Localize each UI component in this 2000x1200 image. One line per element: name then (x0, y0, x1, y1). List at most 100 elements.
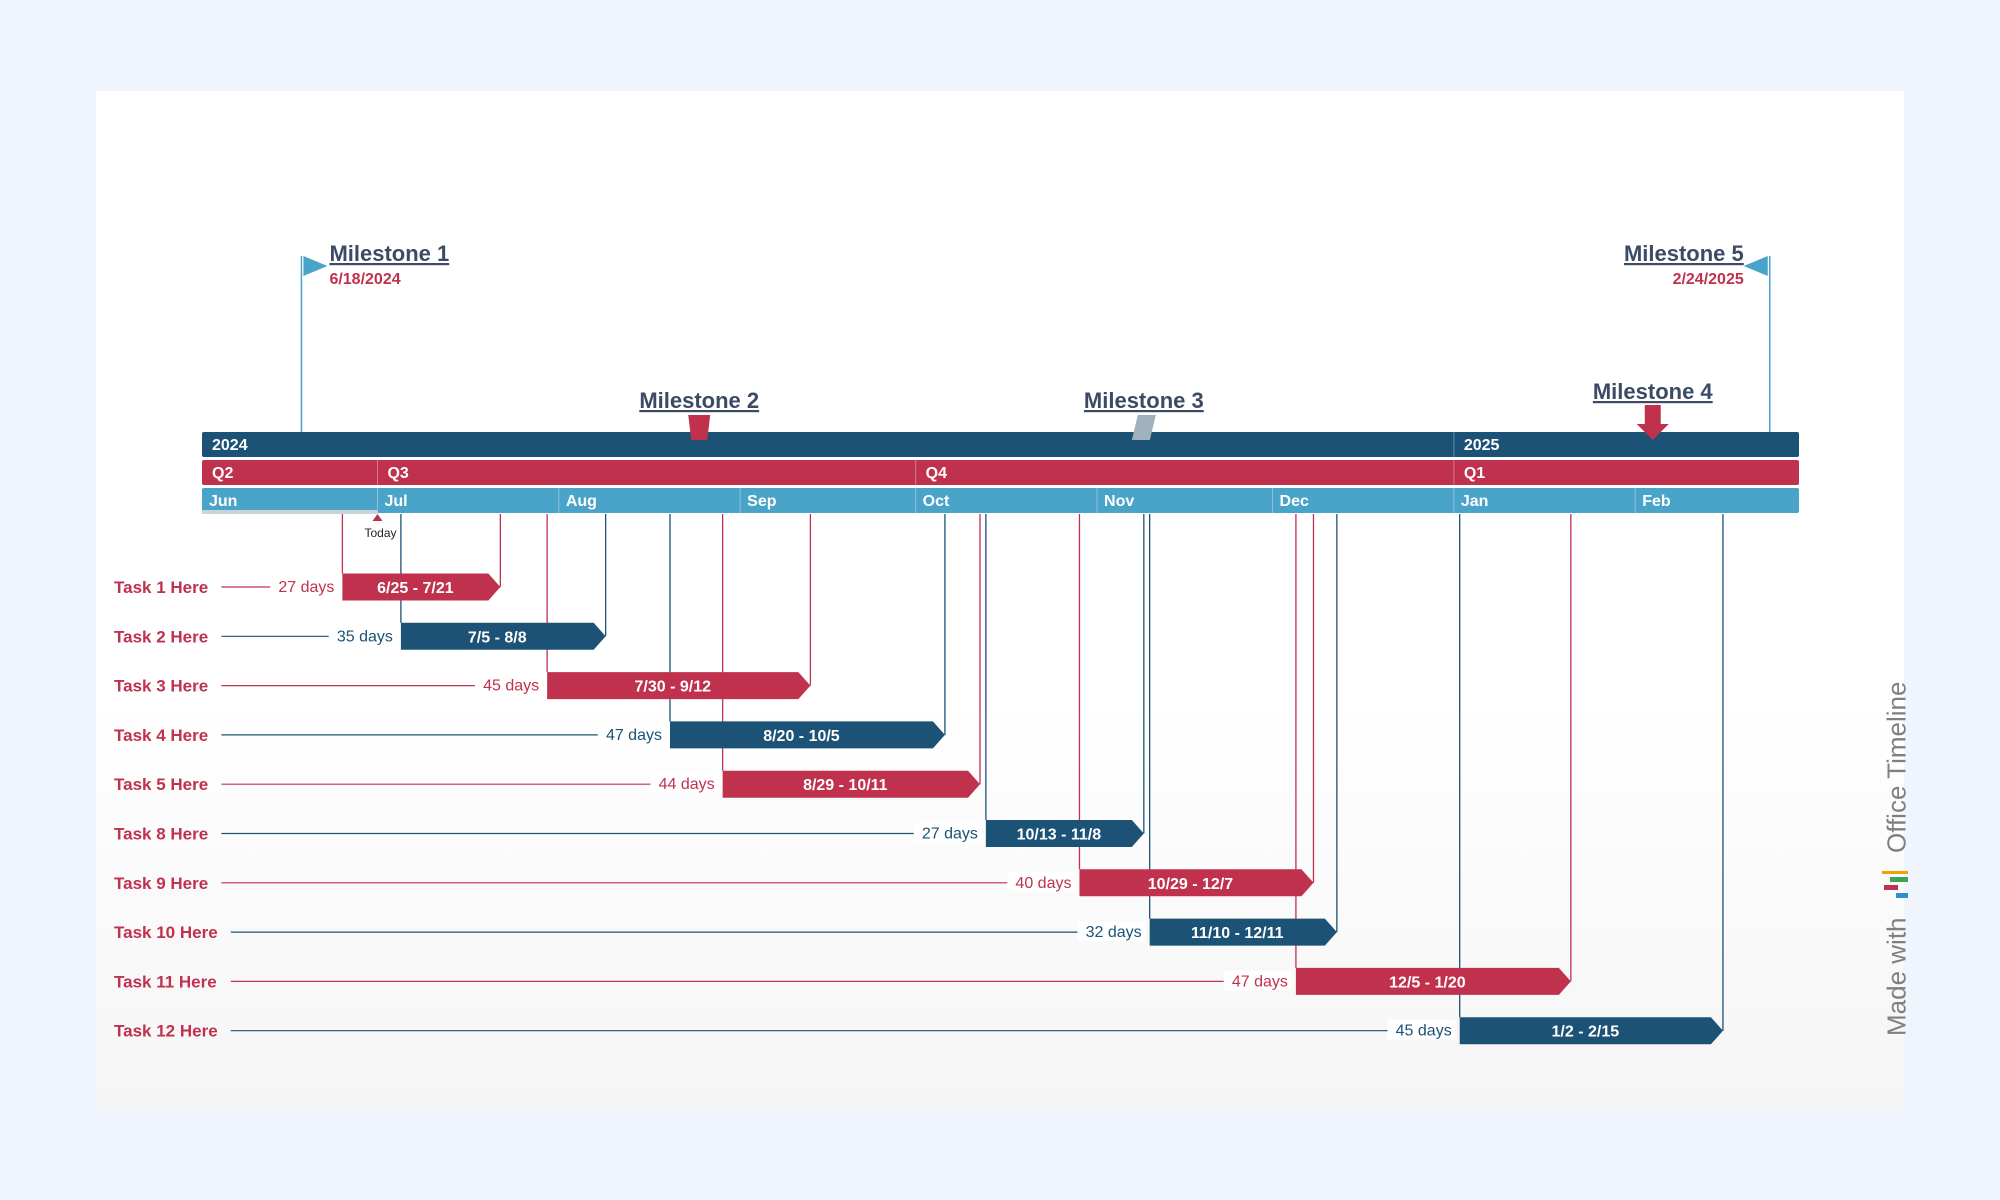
milestone-arrow-icon (1636, 405, 1669, 440)
task-duration-label: 47 days (1232, 973, 1288, 990)
flag-icon (303, 256, 328, 276)
task-name: Task 4 Here (114, 726, 208, 745)
task-guide-lines (341, 514, 1724, 1031)
task-row: Task 9 Here 40 days 10/29 - 12/7 (114, 869, 1314, 897)
duration-label-bg (1077, 921, 1146, 942)
year-label: 2024 (212, 437, 248, 454)
milestone-parallelogram-icon (1131, 415, 1156, 440)
milestone: Milestone 5 2/24/2025 (1624, 241, 1768, 288)
milestone-title: Milestone 3 (1084, 388, 1204, 413)
month-label: Aug (566, 493, 597, 510)
office-timeline-logo-icon (1880, 870, 1917, 900)
task-date-range: 6/25 - 7/21 (377, 580, 454, 597)
flag-icon (1743, 256, 1768, 276)
duration-label-bg (597, 723, 666, 744)
milestone-title: Milestone 2 (639, 388, 759, 413)
year-label: 2025 (1464, 437, 1500, 454)
task-date-range: 8/20 - 10/5 (763, 728, 840, 745)
task-duration-label: 44 days (659, 776, 715, 793)
duration-label-bg (474, 674, 544, 695)
task-bar (547, 672, 811, 700)
milestone-title: Milestone 1 (329, 241, 449, 266)
task-date-range: 10/29 - 12/7 (1148, 876, 1234, 893)
task-row: Task 11 Here 47 days 12/5 - 1/20 (114, 967, 1571, 995)
milestone: Milestone 3 (1084, 388, 1204, 440)
task-name: Task 3 Here (114, 677, 208, 696)
milestone: Milestone 2 (639, 388, 759, 440)
month-label: Jul (384, 493, 407, 510)
milestone: Milestone 4 (1593, 379, 1714, 440)
duration-label-bg (328, 625, 397, 646)
task-date-range: 1/2 - 2/15 (1552, 1024, 1620, 1041)
task-bar (1149, 918, 1337, 946)
task-date-range: 8/29 - 10/11 (803, 777, 888, 794)
month-label: Dec (1280, 493, 1309, 510)
task-name: Task 11 Here (114, 972, 217, 991)
month-label: Oct (923, 493, 950, 510)
task-row: Task 4 Here 47 days 8/20 - 10/5 (114, 721, 945, 749)
duration-label-bg (1007, 871, 1076, 892)
duration-label-bg (650, 773, 719, 794)
month-label: Nov (1104, 493, 1134, 510)
task-bar (1295, 967, 1571, 995)
task-bar (400, 622, 606, 650)
month-label: Jan (1461, 493, 1489, 510)
task-name: Task 1 Here (114, 578, 208, 597)
month-label: Jun (209, 493, 237, 510)
task-row: Task 5 Here 44 days 8/29 - 10/11 (114, 770, 981, 798)
task-date-range: 10/13 - 11/8 (1017, 827, 1102, 844)
duration-label-bg (1223, 970, 1292, 991)
task-duration-label: 27 days (922, 826, 978, 843)
task-bar (342, 573, 501, 601)
task-duration-label: 45 days (483, 678, 539, 695)
month-label: Feb (1642, 493, 1671, 510)
task-duration-label: 27 days (278, 579, 334, 596)
task-duration-label: 40 days (1015, 875, 1071, 892)
task-duration-label: 35 days (337, 628, 393, 645)
quarter-label: Q1 (1464, 465, 1485, 482)
quarter-label: Q2 (212, 465, 233, 482)
milestone-trapezoid-icon (688, 415, 711, 440)
task-bar (669, 721, 945, 749)
milestone-date: 6/18/2024 (329, 271, 400, 288)
milestone-date: 2/24/2025 (1673, 271, 1744, 288)
milestone-title: Milestone 5 (1624, 241, 1744, 266)
milestone: Milestone 1 6/18/2024 (303, 241, 449, 288)
quarter-label: Q4 (926, 465, 947, 482)
task-date-range: 12/5 - 1/20 (1389, 974, 1466, 991)
task-row: Task 12 Here 45 days 1/2 - 2/15 (114, 1017, 1723, 1045)
milestone-stems (300, 256, 1771, 432)
quarter-band (202, 460, 1799, 485)
duration-label-bg (270, 576, 339, 596)
elapsed-progress-bar (202, 510, 378, 514)
duration-label-bg (1387, 1019, 1456, 1040)
watermark-suffix: Office Timeline (1881, 681, 1912, 854)
watermark: Made with Office Timeline (1880, 682, 1917, 1036)
task-row: Task 1 Here 27 days 6/25 - 7/21 (114, 573, 501, 601)
task-row: Task 10 Here 32 days 11/10 - 12/11 (114, 918, 1337, 946)
milestone-title: Milestone 4 (1593, 379, 1714, 404)
task-date-range: 7/30 - 9/12 (635, 679, 712, 696)
task-name: Task 9 Here (114, 874, 208, 893)
quarter-label: Q3 (387, 465, 408, 482)
task-name: Task 5 Here (114, 775, 208, 794)
task-duration-label: 45 days (1396, 1023, 1452, 1040)
task-name: Task 12 Here (114, 1022, 218, 1041)
month-label: Sep (747, 493, 777, 510)
duration-label-bg (913, 822, 982, 843)
task-name: Task 10 Here (114, 923, 218, 942)
task-row: Task 3 Here 45 days 7/30 - 9/12 (114, 672, 811, 700)
task-duration-label: 47 days (606, 727, 662, 744)
task-duration-label: 32 days (1086, 924, 1142, 941)
task-bar (1459, 1017, 1723, 1045)
task-date-range: 11/10 - 12/11 (1191, 925, 1284, 942)
today-label: Today (364, 526, 396, 540)
watermark-prefix: Made with (1881, 917, 1912, 1037)
